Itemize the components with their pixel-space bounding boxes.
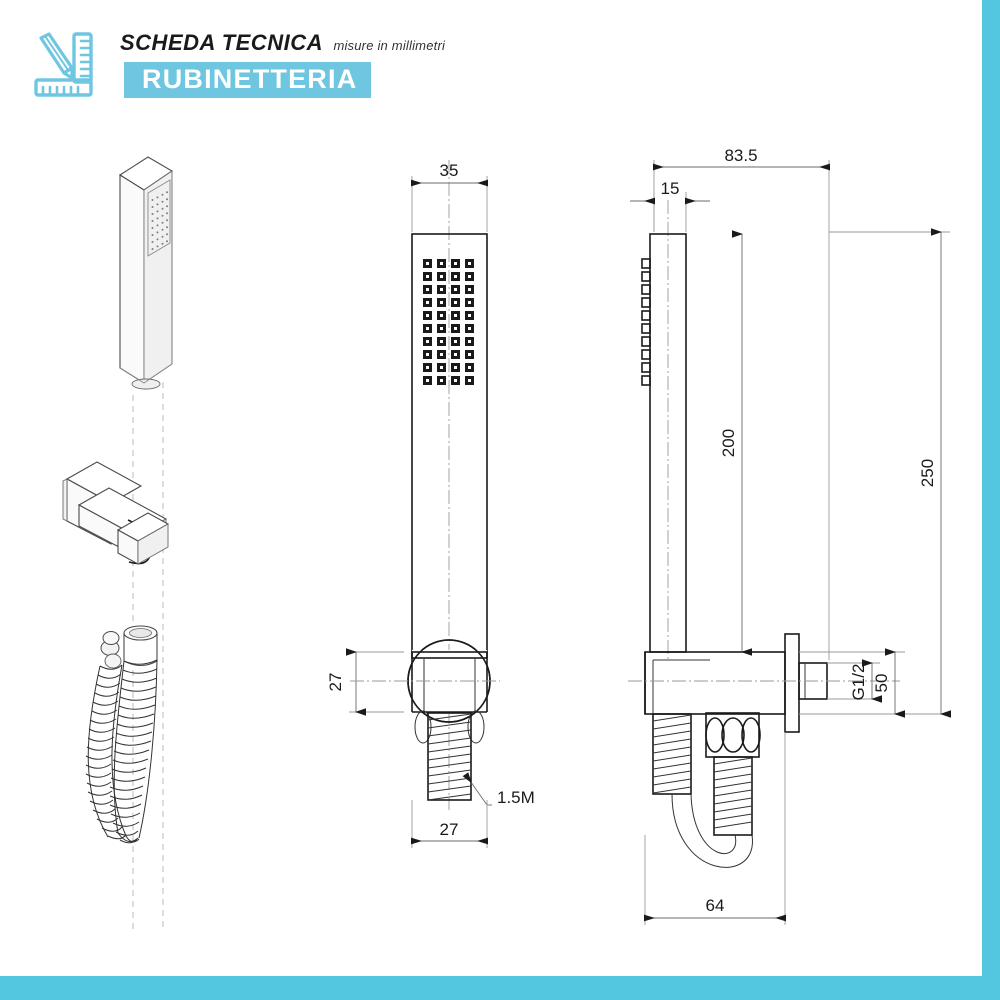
annotation-g1-2 [827, 659, 882, 703]
nozzle-grid [423, 259, 474, 385]
page-title: SCHEDA TECNICA [120, 30, 323, 55]
handheld-shower-head-iso [118, 156, 174, 390]
dimension-labels: 35 27 27 15 83.5 200 250 50 64 1.5M G1/2 [326, 146, 937, 915]
page-subtitle: misure in millimetri [333, 38, 446, 53]
dim-label-35: 35 [440, 161, 459, 180]
flexible-hose-iso [85, 625, 158, 844]
category-banner: RUBINETTERIA [124, 62, 372, 99]
category-banner-label: RUBINETTERIA [142, 64, 358, 94]
dimension-35 [411, 176, 488, 232]
dimension-15 [630, 192, 710, 232]
wall-bracket-iso [62, 461, 170, 565]
isometric-exploded-view [62, 156, 174, 930]
dim-label-250: 250 [918, 459, 937, 487]
pencil-ruler-icon [28, 32, 98, 98]
dim-label-200: 200 [719, 429, 738, 457]
dimension-27-vertical [346, 648, 404, 716]
wall-outlet-side-view [628, 160, 951, 925]
dim-label-64: 64 [706, 896, 725, 915]
header-title-line: SCHEDA TECNICA misure in millimetri [120, 30, 445, 56]
dimension-83_5 [653, 160, 830, 660]
dimension-50 [799, 648, 905, 718]
page-edge-right [982, 0, 1000, 1000]
annotation-label-hose: 1.5M [497, 788, 535, 807]
handset-front-view [346, 160, 500, 848]
dim-label-27v: 27 [326, 673, 345, 692]
datasheet-header: SCHEDA TECNICA misure in millimetri RUBI… [28, 28, 448, 108]
annotation-label-thread: G1/2 [849, 664, 868, 701]
dimension-64 [644, 732, 786, 925]
dim-label-50: 50 [872, 674, 891, 693]
page-edge-bottom [0, 976, 1000, 1000]
dim-label-83_5: 83.5 [724, 146, 757, 165]
dimension-27-horizontal [411, 800, 488, 848]
nozzle-profile [641, 258, 651, 386]
dim-label-15: 15 [661, 179, 680, 198]
dim-label-27h: 27 [440, 820, 459, 839]
